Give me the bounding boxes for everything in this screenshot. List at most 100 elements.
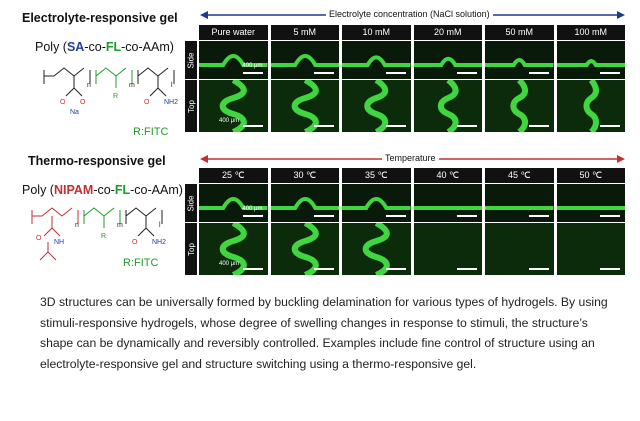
scale-bar	[528, 125, 549, 127]
column-header: 25 ℃	[199, 168, 268, 183]
scale-bar	[457, 125, 477, 127]
gel-film-side	[199, 197, 268, 210]
scale-bar	[600, 125, 620, 127]
gel-film-top	[219, 80, 247, 132]
caption-paragraph: 3D structures can be universally formed …	[40, 295, 608, 371]
scale-bar	[528, 72, 549, 74]
scale-bar	[314, 72, 334, 74]
side-view-image	[485, 184, 554, 222]
scale-bar	[242, 125, 263, 127]
scale-bar-label: 400 μm	[242, 63, 263, 69]
scale-bar	[385, 125, 406, 127]
column-header: 100 mM	[556, 25, 625, 40]
nh-label: NH	[54, 239, 64, 246]
gel-film-side	[342, 55, 411, 67]
gel-film-side	[556, 58, 625, 67]
oxygen-label: O	[36, 235, 42, 242]
scale-bar	[314, 125, 334, 127]
gel-film-side	[413, 206, 482, 210]
top-view-image	[270, 223, 339, 275]
m-subscript: m	[129, 82, 135, 89]
column-header: 20 mM	[413, 25, 482, 40]
panel2-polymer-name: Poly (NIPAM-co-FL-co-AAm)	[22, 183, 183, 197]
oxygen-label: O	[60, 99, 66, 106]
column-header: 30 ℃	[270, 168, 339, 183]
scale-bar	[600, 215, 620, 217]
side-view-image	[270, 184, 339, 222]
panel1-r-label: R:FITC	[133, 126, 169, 138]
r-group: R	[113, 93, 118, 100]
side-view-image	[342, 184, 411, 222]
column-header: 35 ℃	[342, 168, 411, 183]
top-view-image	[413, 223, 482, 275]
top-view-image	[342, 80, 411, 132]
amide-label: NH2	[152, 239, 166, 246]
l-subscript: l	[159, 222, 161, 229]
scale-bar	[385, 215, 406, 217]
side-view-image	[556, 41, 625, 79]
column-header: 40 ℃	[413, 168, 482, 183]
panel1-row-top-label: Top	[185, 80, 197, 132]
gel-film-side	[270, 197, 339, 210]
column-header: Pure water	[199, 25, 268, 40]
gel-film-top	[219, 223, 247, 275]
scale-bar	[242, 72, 263, 74]
l-subscript: l	[171, 82, 173, 89]
n-subscript: n	[87, 82, 91, 89]
column-header: 5 mM	[270, 25, 339, 40]
scale-bar	[600, 72, 620, 74]
column-header: 10 mM	[342, 25, 411, 40]
scale-bar	[528, 215, 549, 217]
side-view-image: 400 μm	[199, 41, 268, 79]
carbonyl-oxygen-label: O	[132, 239, 138, 246]
panel2-r-label: R:FITC	[123, 257, 159, 269]
top-view-image	[485, 80, 554, 132]
top-view-image: 400 μm	[199, 223, 268, 275]
sodium-label: Na	[70, 109, 79, 116]
panel2-chemical-structure: n m l R O NH O NH2	[31, 207, 166, 261]
top-view-image	[342, 223, 411, 275]
top-view-image	[485, 223, 554, 275]
scale-bar	[314, 215, 334, 217]
r-group: R	[101, 233, 106, 240]
column-header: 45 ℃	[485, 168, 554, 183]
oxygen-minus-label: O	[80, 99, 86, 106]
scale-bar	[242, 215, 263, 217]
gel-film-top	[437, 80, 459, 132]
side-view-image	[413, 184, 482, 222]
scale-bar	[457, 268, 477, 270]
scale-bar	[385, 72, 406, 74]
panel1-title: Electrolyte-responsive gel	[22, 11, 178, 25]
gel-film-side	[342, 197, 411, 210]
gel-film-top	[362, 223, 390, 275]
scale-bar-label: 400 μm	[219, 118, 240, 124]
gel-film-side	[413, 56, 482, 67]
carbonyl-oxygen-label: O	[144, 99, 150, 106]
scale-bar-label: 400 μm	[242, 206, 263, 212]
gel-film-side	[270, 54, 339, 67]
panel1-chemical-structure: n m l R O O Na O NH2	[43, 67, 178, 116]
top-view-image	[556, 223, 625, 275]
side-view-image	[556, 184, 625, 222]
m-subscript: m	[117, 222, 123, 229]
side-view-image	[485, 41, 554, 79]
scale-bar	[314, 268, 334, 270]
side-view-image	[413, 41, 482, 79]
panel1-row-side-label: Side	[185, 41, 197, 79]
amide-label: NH2	[164, 99, 178, 106]
panel1-polymer-name: Poly (SA-co-FL-co-AAm)	[35, 40, 174, 54]
scale-bar	[385, 268, 406, 270]
n-subscript: n	[75, 222, 79, 229]
top-view-image	[270, 80, 339, 132]
panel2-row-side-label: Side	[185, 184, 197, 222]
gel-film-top	[291, 80, 319, 132]
panel2-title: Thermo-responsive gel	[28, 154, 166, 168]
scale-bar	[457, 215, 477, 217]
gel-film-top	[291, 223, 319, 275]
top-view-image	[556, 80, 625, 132]
gel-film-top	[364, 80, 389, 132]
top-view-image	[413, 80, 482, 132]
top-view-image: 400 μm	[199, 80, 268, 132]
